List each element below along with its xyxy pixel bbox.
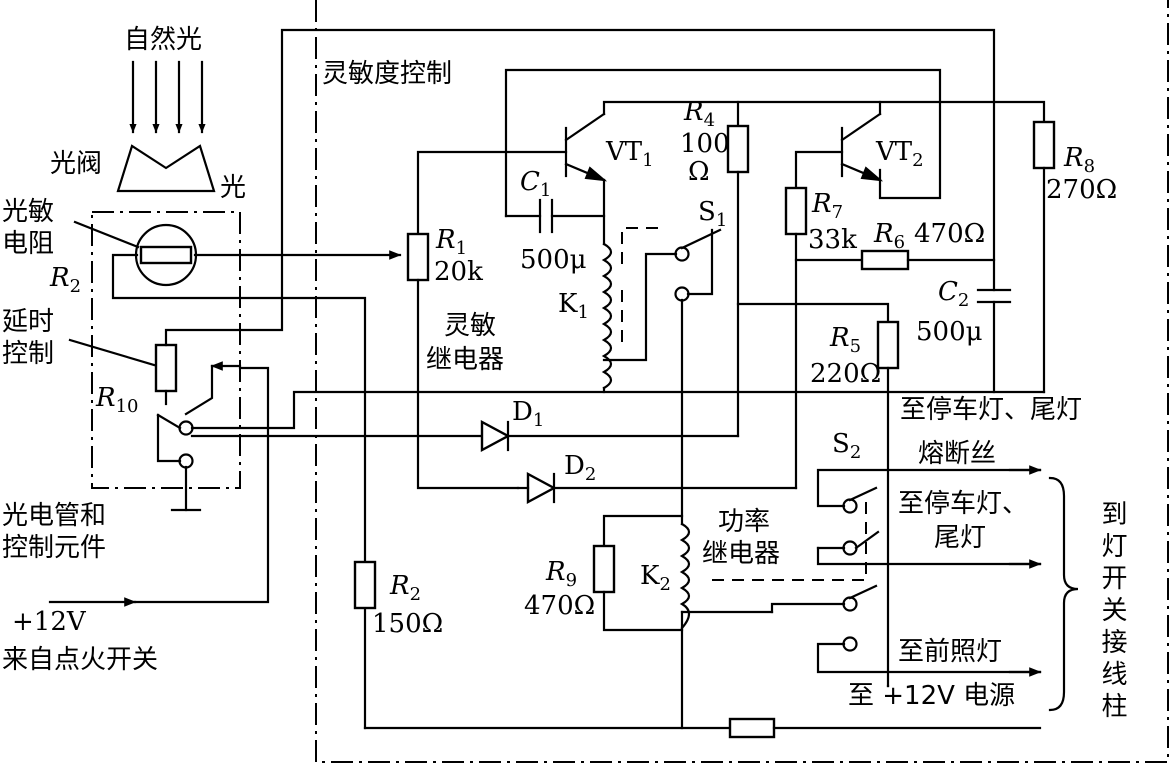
plus12v-label: +12V	[12, 607, 87, 637]
r7-value: 33k	[808, 225, 857, 255]
switch-s1	[602, 228, 722, 362]
r4-value-line1: 100	[680, 129, 730, 159]
output-arrows	[886, 465, 1042, 688]
r10-switch	[156, 390, 1046, 512]
capacitor-c1	[504, 198, 606, 234]
r6-value: 470Ω	[914, 219, 985, 249]
vt2-label: VT2	[875, 137, 924, 171]
delay-label-line2: 控制	[2, 339, 54, 369]
r2-left-label: R2	[49, 263, 81, 297]
natural-light-label: 自然光	[124, 25, 202, 55]
photoresistor	[73, 220, 402, 564]
r2-label: R2	[389, 571, 421, 605]
r8-branch	[1032, 120, 1056, 394]
r10-label: R10	[95, 383, 138, 417]
r5-value: 220Ω	[810, 359, 881, 389]
switch-s2	[680, 468, 1042, 674]
c1-value: 500μ	[520, 245, 587, 275]
delay-potentiometer	[68, 28, 996, 416]
s2-label: S2	[832, 429, 861, 463]
light-valve-symbol	[116, 144, 216, 193]
r4-label: R4	[683, 97, 715, 131]
r6-label: R6	[873, 219, 905, 253]
r8-value: 270Ω	[1046, 175, 1117, 205]
resistor-r2	[353, 560, 377, 610]
to-12v-label: 至 +12V 电源	[848, 681, 1015, 711]
r8-label: R8	[1063, 143, 1095, 177]
c1-label: C1	[520, 167, 551, 201]
light-valve-label: 光阀	[50, 149, 102, 179]
k2-label: K2	[640, 561, 671, 595]
r4-branch	[480, 100, 890, 438]
sensitivity-wire	[504, 68, 942, 218]
c2-label: C2	[938, 277, 969, 311]
r1-label: R1	[435, 225, 467, 259]
c2-value: 500μ	[916, 317, 983, 347]
d2-label: D2	[564, 451, 596, 485]
r1-branch	[406, 150, 568, 490]
light-label: 光	[220, 173, 246, 203]
r2-value: 150Ω	[372, 609, 443, 639]
phototube-label-line1: 光电管和	[2, 501, 106, 531]
bottom-rail	[363, 606, 1042, 739]
ignition-label: 来自点火开关	[2, 645, 158, 675]
r1-value: 20k	[434, 257, 483, 287]
to-headlight-label: 至前照灯	[898, 637, 1002, 667]
fuse-label: 熔断丝	[918, 439, 996, 469]
k1-label: K1	[558, 289, 589, 323]
transistor-vt2	[794, 100, 884, 190]
phototube-label-line2: 控制元件	[2, 533, 106, 563]
relay-coil-k2	[679, 500, 867, 630]
power-relay-label-line2: 继电器	[702, 539, 780, 569]
sensitivity-control-label: 灵敏度控制	[322, 59, 452, 89]
r9-branch	[592, 514, 684, 632]
r9-value: 470Ω	[524, 591, 595, 621]
sensitive-relay-label-line2: 继电器	[426, 345, 504, 375]
delay-label-line1: 延时	[2, 307, 54, 337]
to-parking-label-line2: 尾灯	[934, 523, 986, 553]
ignition-feed	[48, 366, 270, 607]
r9-label: R9	[545, 557, 577, 591]
r7-r6-branch	[784, 186, 996, 490]
terminal-brace	[1048, 476, 1079, 712]
r7-label: R7	[811, 189, 843, 223]
natural-light-arrows	[129, 60, 206, 134]
relay-coil-k1	[601, 227, 666, 394]
vt1-label: VT1	[605, 137, 654, 171]
r5-label: R5	[829, 323, 861, 357]
diode-d1	[480, 419, 511, 453]
phototube-boundary	[91, 211, 241, 489]
control-unit-boundary	[315, 0, 1169, 763]
power-relay-label-line1: 功率	[718, 507, 770, 537]
photoresistor-label-line1: 光敏	[2, 197, 54, 227]
sensitive-relay-label-line1: 灵敏	[444, 311, 496, 341]
r5-branch	[876, 320, 900, 688]
d1-label: D1	[512, 397, 544, 431]
terminal-label-vertical: 到灯开关接线柱	[1097, 500, 1127, 724]
s1-label: S1	[698, 197, 727, 231]
transistor-vt1	[564, 100, 1046, 246]
to-parking-label-line1: 至停车灯、	[898, 489, 1028, 519]
r4-value-line2: Ω	[688, 157, 710, 187]
to-parking-tail-label: 至停车灯、尾灯	[900, 395, 1082, 425]
photoresistor-label-line2: 电阻	[2, 229, 54, 259]
diode-d2	[516, 471, 798, 505]
capacitor-c2	[976, 288, 1012, 394]
